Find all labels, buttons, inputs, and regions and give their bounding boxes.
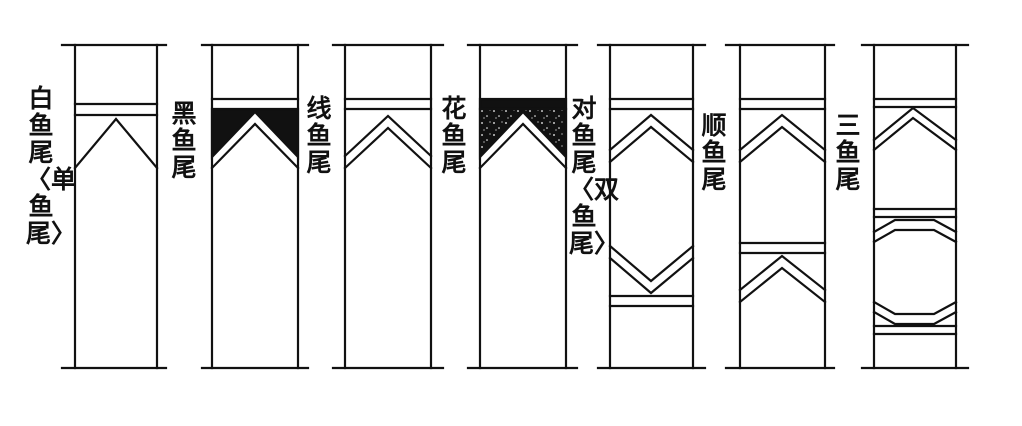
label-black-fish-tail: 黑鱼尾	[171, 99, 197, 182]
label-flower-fish-tail: 花鱼尾	[441, 94, 467, 177]
panel-triple-fish-tail	[860, 43, 970, 370]
panel-line-fish-tail	[331, 43, 445, 370]
panel-white-fish-tail	[60, 43, 168, 370]
panel-flower-fish-tail	[466, 43, 579, 370]
panel-sequential-fish-tail	[724, 43, 836, 370]
label-double-fish-tail: 对鱼尾〈双鱼尾〉	[569, 94, 620, 258]
label-triple-fish-tail: 三鱼尾	[835, 111, 861, 194]
panel-double-fish-tail	[596, 43, 707, 370]
label-white-fish-tail: 白鱼尾〈单鱼尾〉	[26, 84, 77, 248]
panel-black-fish-tail	[200, 43, 310, 370]
label-line-fish-tail: 线鱼尾	[306, 94, 332, 177]
label-sequential-fish-tail: 顺鱼尾	[701, 111, 727, 194]
